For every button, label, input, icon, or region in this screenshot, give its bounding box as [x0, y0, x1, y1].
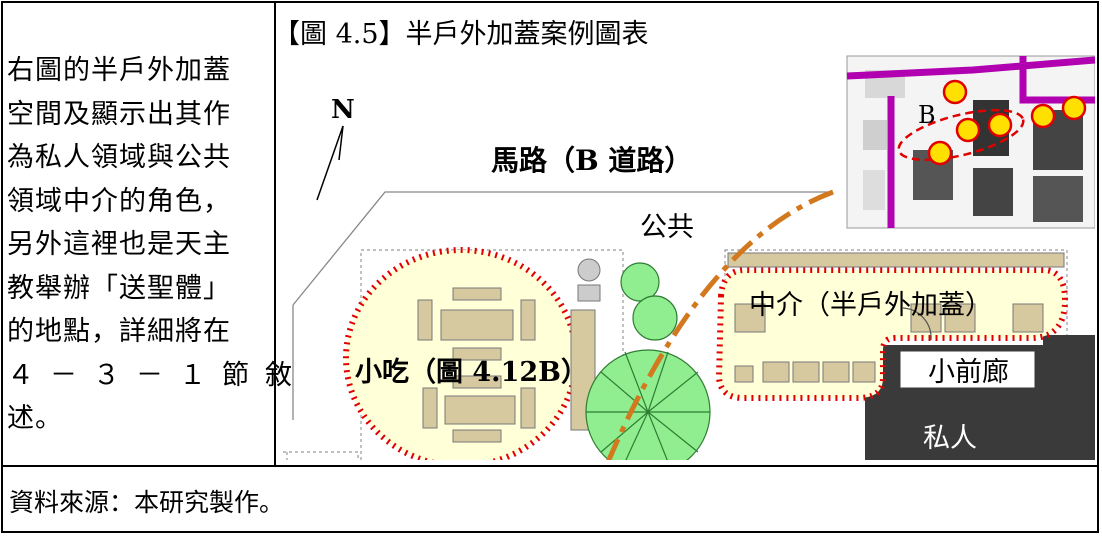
row-divider: [3, 465, 1097, 467]
shrub-upper: [620, 262, 678, 341]
porch-label: 小前廊: [928, 357, 1009, 388]
public-label: 公共: [640, 212, 694, 243]
dining-set-upper: [417, 287, 536, 361]
description-line: 空間及顯示出其作: [7, 98, 231, 130]
site-boundary: [292, 191, 828, 420]
porch-box: [900, 351, 1035, 388]
annex-furniture-bottom: [734, 361, 876, 383]
inset-map: [846, 55, 1095, 229]
figure-title: 【圖 4.5】半戶外加蓋案例圖表: [273, 19, 649, 50]
private-label: 私人: [923, 423, 977, 454]
column-divider: [274, 3, 276, 465]
description-line: 另外這裡也是天主: [7, 229, 231, 260]
description-line: 為私人領域與公共: [7, 142, 231, 173]
source-note: 資料來源：本研究製作。: [9, 488, 285, 517]
site-plan-figure: N B 馬路（B 道路: [283, 55, 1095, 460]
road-label: 馬路（B 道路）: [491, 144, 692, 177]
dining-set-lower: [422, 375, 536, 443]
description-line: 述。: [7, 403, 63, 434]
intermediary-label: 中介（半戶外加蓋）: [749, 290, 992, 321]
stool-base: [577, 284, 601, 302]
description-text: 右圖的半戶外加蓋 空間及顯示出其作 為私人領域與公共 領域中介的角色， 另外這裡…: [7, 49, 308, 441]
large-tree: [585, 349, 711, 460]
snack-label: 小吃（圖 4.12B）: [355, 357, 588, 388]
inset-label: B: [918, 101, 936, 129]
door-arc: [902, 307, 932, 341]
description-line: ４－３－１節敘: [7, 359, 308, 391]
lower-left-dashed-outline: [283, 451, 359, 460]
annex-furniture-top: [727, 252, 1065, 333]
description-line: 領域中介的角色，: [7, 185, 231, 217]
north-arrow: [316, 125, 344, 201]
description-line: 右圖的半戶外加蓋: [7, 55, 231, 86]
description-line: 的地點，詳細將在: [7, 316, 231, 347]
connection-line: [606, 189, 834, 460]
description-line: 教舉辦「送聖體」: [7, 272, 231, 304]
north-label: N: [331, 95, 355, 125]
stool: [577, 258, 601, 282]
